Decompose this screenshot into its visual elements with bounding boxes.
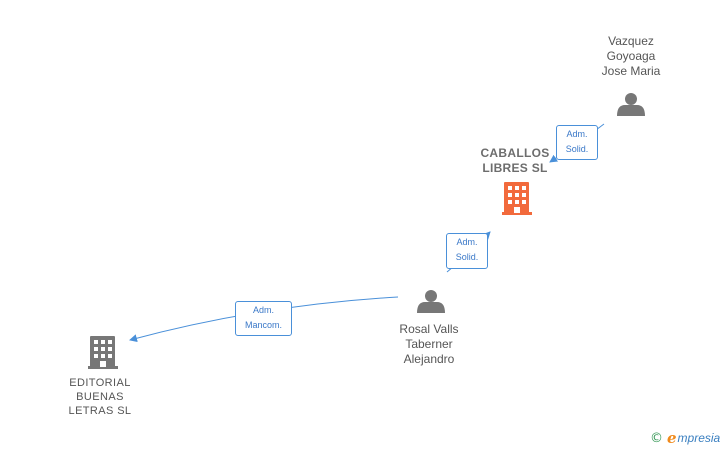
building-icon[interactable]: [88, 336, 118, 369]
brand-initial: e: [667, 429, 677, 447]
footer-brand: © e mpresia: [650, 429, 721, 447]
person-icon[interactable]: [617, 93, 645, 116]
node-label-caballos[interactable]: CABALLOS LIBRES SL: [480, 146, 550, 175]
node-label-vazquez[interactable]: Vazquez Goyoaga Jose Maria: [601, 34, 661, 78]
building-icon[interactable]: [502, 182, 532, 215]
edge-label-rosal-editorial: Adm. Mancom.: [235, 301, 292, 336]
copyright-symbol: ©: [650, 430, 663, 446]
person-icon[interactable]: [417, 290, 445, 313]
edge-label-vazquez-caballos: Adm. Solid.: [556, 125, 598, 160]
node-label-editorial[interactable]: EDITORIAL BUENAS LETRAS SL: [68, 377, 132, 417]
edge-label-rosal-caballos: Adm. Solid.: [446, 233, 488, 269]
brand-name: mpresia: [677, 431, 721, 445]
node-label-rosal[interactable]: Rosal Valls Taberner Alejandro: [399, 322, 459, 366]
